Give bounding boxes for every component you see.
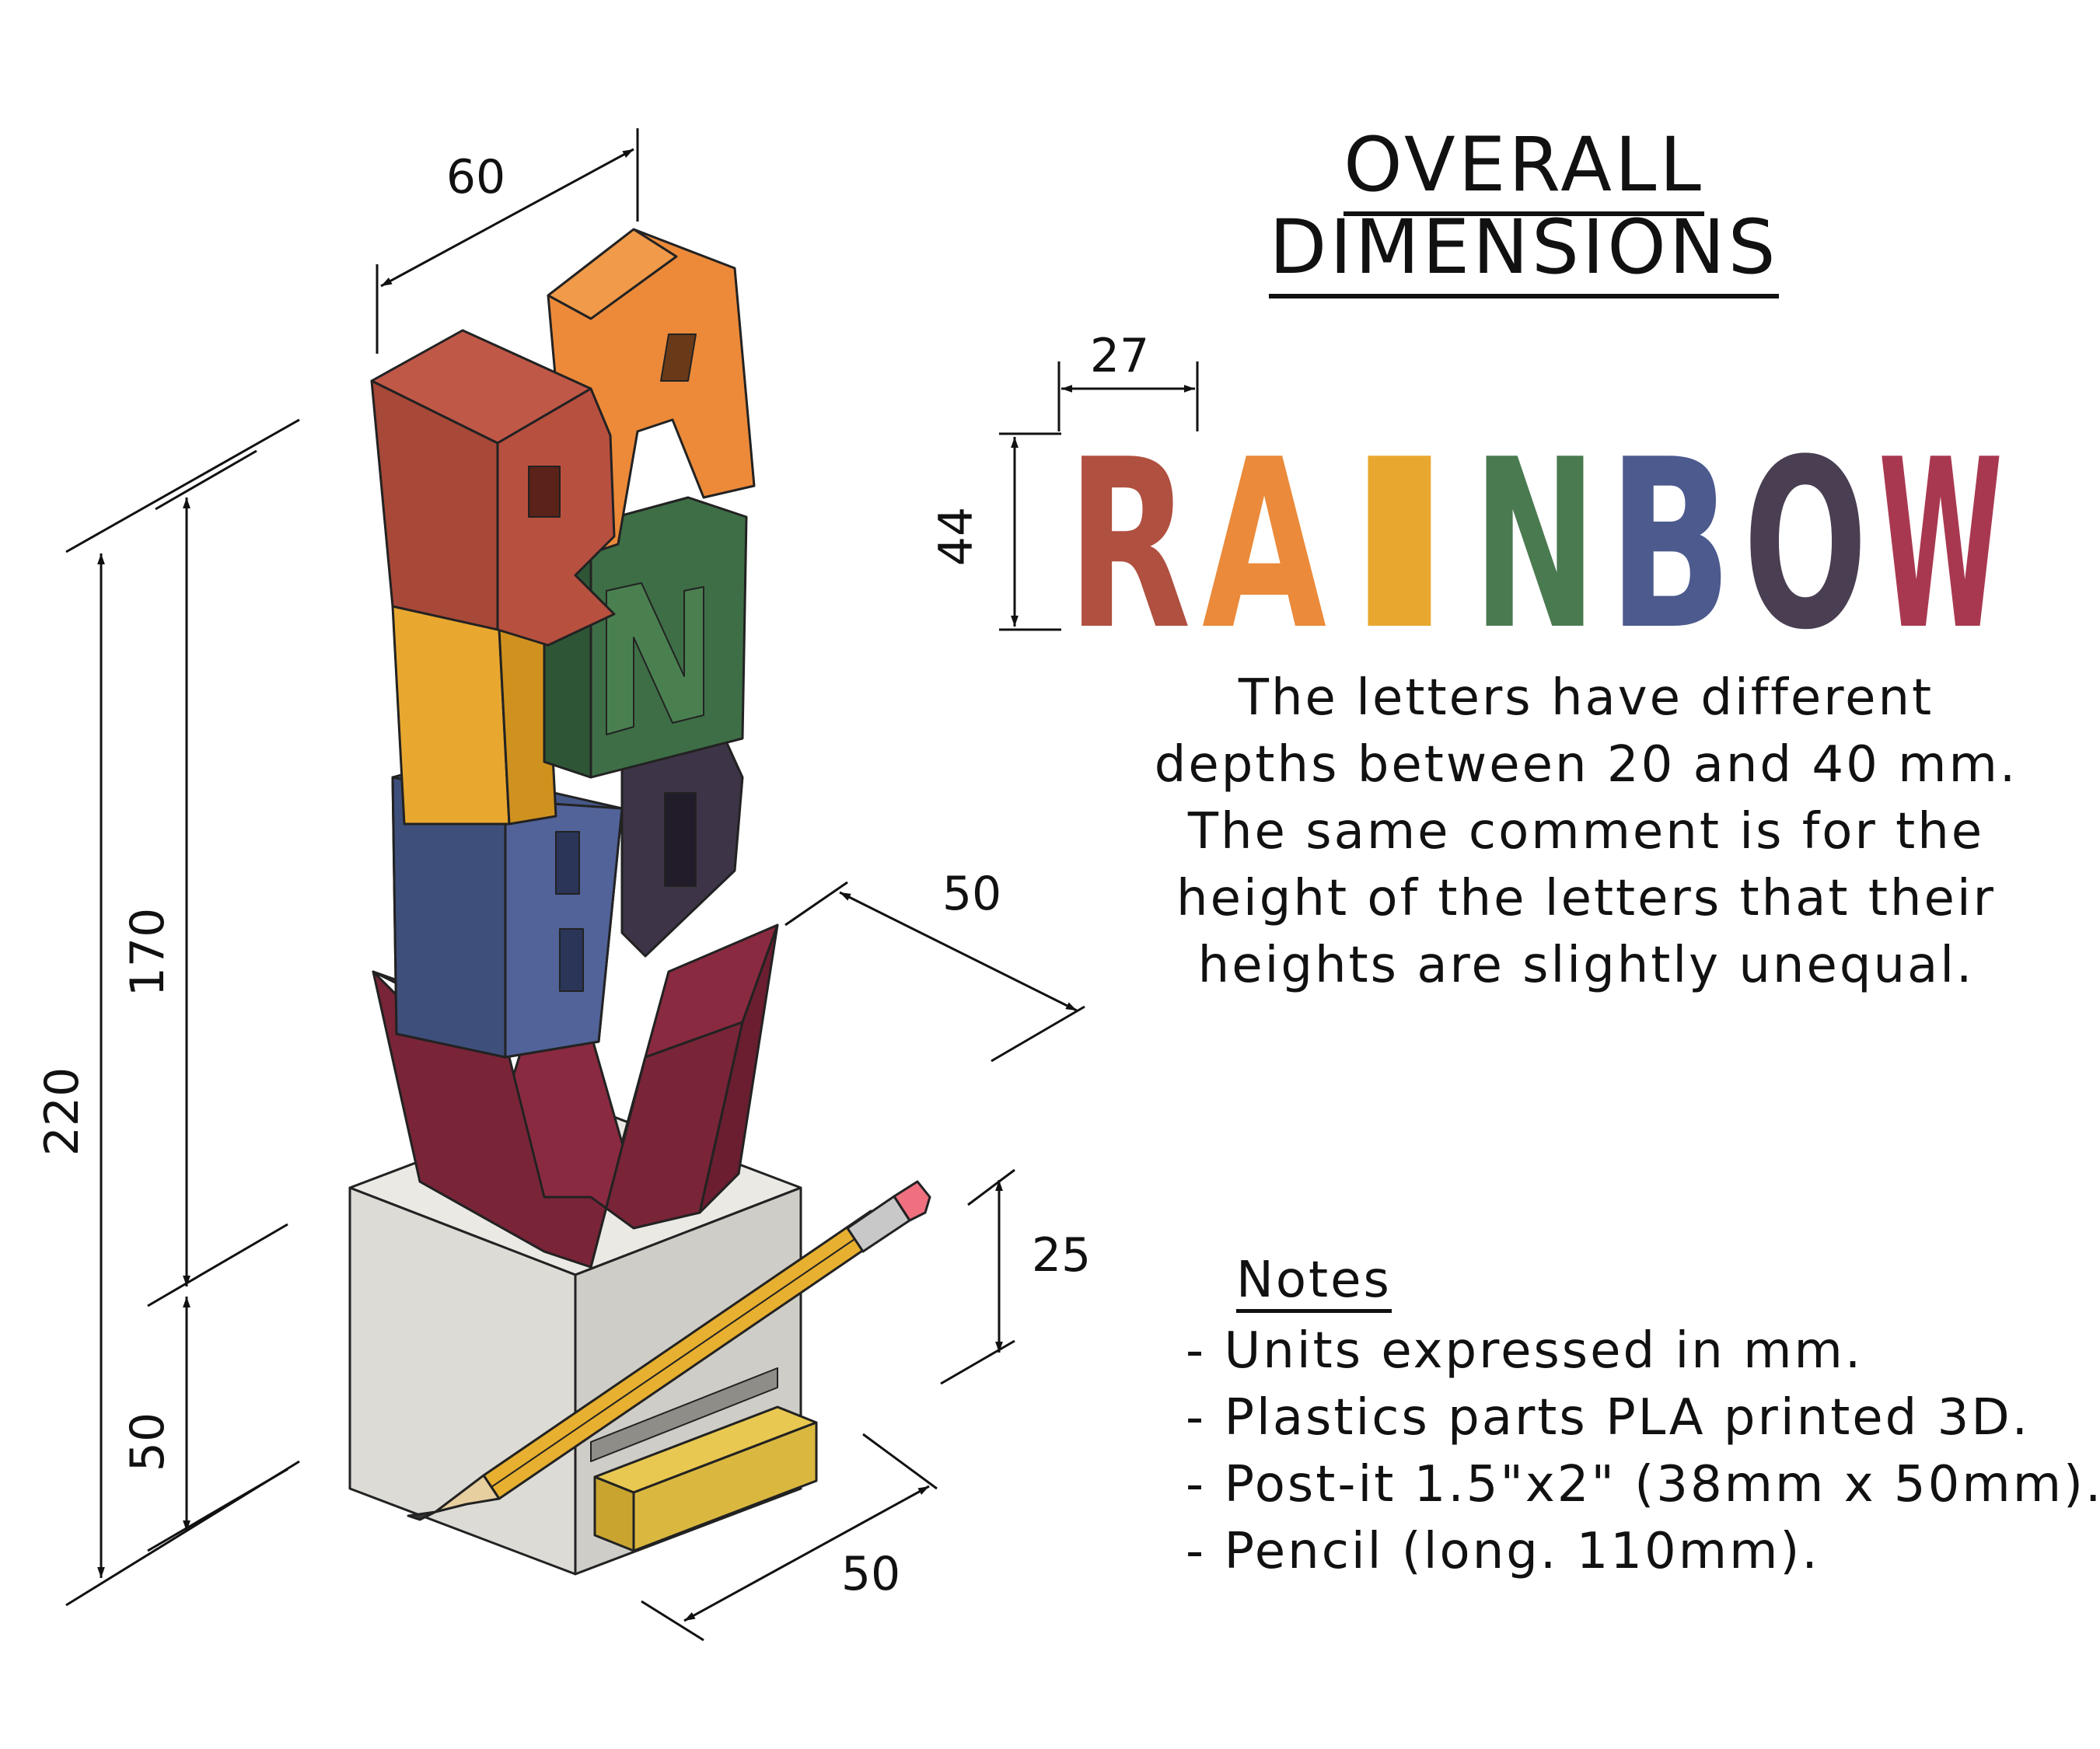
- page-title: OVERALL DIMENSIONS: [1131, 121, 1917, 298]
- dim-depth: 50: [942, 867, 1001, 921]
- letter-block-b: [391, 764, 624, 1059]
- note-item: - Plastics parts PLA printed 3D.: [1186, 1389, 2030, 1447]
- letter-block-r: [370, 329, 616, 647]
- dim-slot-height: 25: [1032, 1228, 1091, 1283]
- logo-letter-o: O: [1743, 410, 1868, 681]
- dimension-labels: 60 27 44 220 170 50 50 25 50: [35, 150, 1149, 1601]
- postit-pad: [593, 1405, 818, 1552]
- logo-letter-w: W: [1878, 410, 2003, 681]
- description-line: The letters have different: [1238, 669, 1934, 727]
- dim-letters-height: 170: [121, 908, 175, 997]
- logo-letter-r: R: [1067, 410, 1191, 681]
- note-item: - Post-it 1.5"x2" (38mm x 50mm).: [1186, 1456, 2100, 1513]
- dim-letter-width: 27: [1090, 329, 1149, 383]
- logo-letter-i: I: [1337, 410, 1462, 681]
- dim-base-height: 50: [121, 1412, 175, 1471]
- description-line: The same comment is for the: [1187, 803, 1985, 861]
- dim-top-width: 60: [446, 150, 505, 204]
- description-line: heights are slightly unequal.: [1197, 937, 1975, 994]
- dim-letter-height: 44: [929, 507, 984, 566]
- logo-letter-b: B: [1608, 410, 1732, 681]
- description-line: depths between 20 and 40 mm.: [1154, 736, 2018, 794]
- dim-total-height: 220: [35, 1067, 89, 1157]
- logo-letter-a: A: [1202, 410, 1328, 681]
- logo-letter-n: N: [1473, 410, 1597, 681]
- model-illustration: [348, 228, 931, 1576]
- dim-base-width: 50: [841, 1547, 900, 1601]
- note-item: - Pencil (long. 110mm).: [1186, 1523, 1820, 1580]
- description: The letters have different depths betwee…: [1143, 665, 2029, 999]
- notes-title: Notes: [1236, 1252, 1392, 1313]
- pencil: [407, 1180, 931, 1521]
- notes-list: - Units expressed in mm. - Plastics part…: [1186, 1318, 2100, 1585]
- letter-block-i: [391, 589, 557, 826]
- letter-block-o: [620, 733, 744, 958]
- note-item: - Units expressed in mm.: [1186, 1322, 1864, 1380]
- description-line: height of the letters that their: [1176, 870, 1996, 927]
- dimension-lines: [65, 128, 1199, 1642]
